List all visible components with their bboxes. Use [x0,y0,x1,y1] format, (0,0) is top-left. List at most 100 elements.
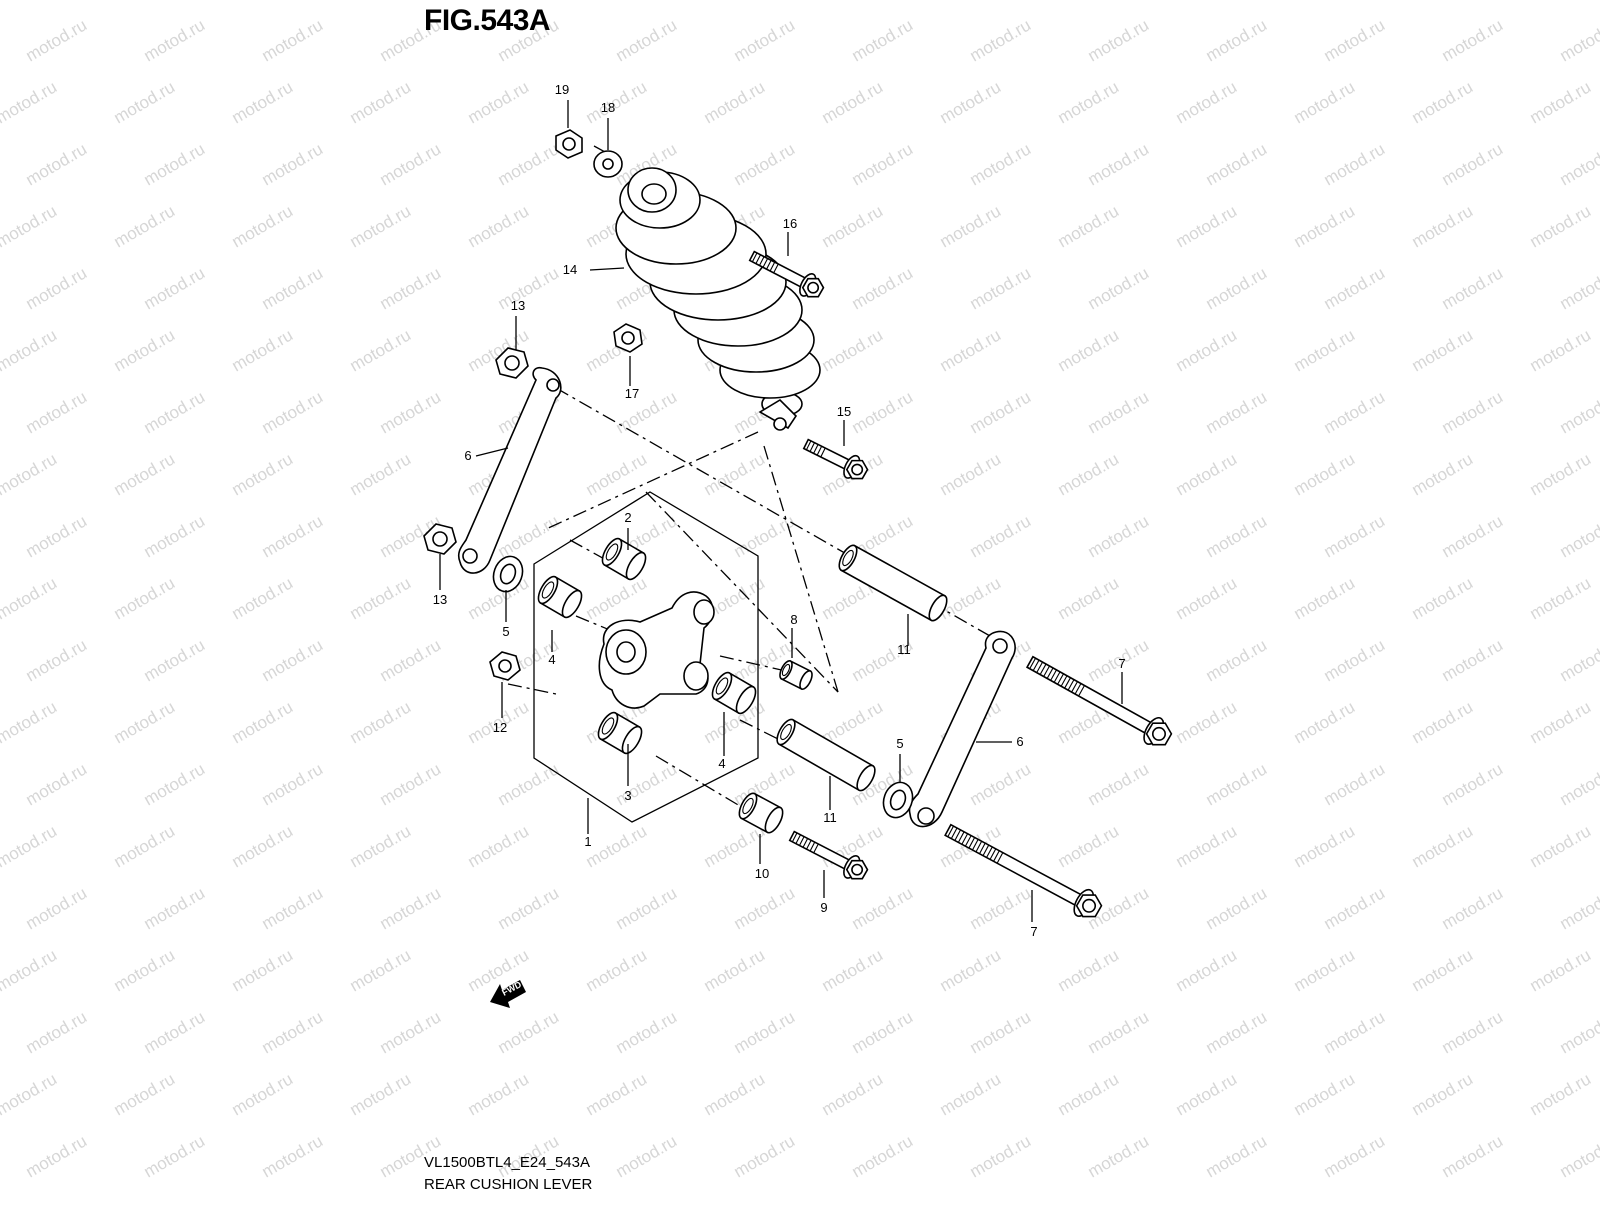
watermark-text: motod.ru [0,0,60,3]
watermark-text: motod.ru [849,1131,917,1181]
watermark-text: motod.ru [1203,139,1271,189]
watermark-text: motod.ru [613,759,681,809]
watermark-text: motod.ru [583,573,651,623]
watermark-text: motod.ru [849,387,917,437]
watermark-text: motod.ru [0,1069,60,1119]
watermark-text: motod.ru [1321,139,1389,189]
watermark-text: motod.ru [465,1069,533,1119]
callout-2: 2 [624,510,631,525]
watermark-text: motod.ru [1527,325,1595,375]
watermark-text: motod.ru [0,201,60,251]
watermark-text: motod.ru [1173,325,1241,375]
watermark-text: motod.ru [967,15,1035,65]
watermark-text: motod.ru [259,759,327,809]
watermark-text: motod.ru [849,139,917,189]
callout-5-left: 5 [502,624,509,639]
callout-11-lower: 11 [823,810,837,825]
watermark-text: motod.ru [1085,387,1153,437]
watermark-text: motod.ru [1203,883,1271,933]
watermark-text: motod.ru [23,139,91,189]
watermark-text: motod.ru [23,635,91,685]
watermark-text: motod.ru [229,77,297,127]
watermark-text: motod.ru [111,325,179,375]
needle-bearing-4-upper [535,574,586,621]
watermark-text: motod.ru [1409,1069,1477,1119]
watermark-text: motod.ru [141,387,209,437]
watermark-text: motod.ru [259,883,327,933]
watermark-text: motod.ru [1527,697,1595,747]
callout-17: 17 [625,386,639,401]
watermark-text: motod.ru [849,883,917,933]
watermark-text: motod.ru [1055,0,1123,3]
watermark-text: motod.ru [1439,15,1507,65]
watermark-text: motod.ru [1527,573,1595,623]
watermark-text: motod.ru [377,759,445,809]
watermark-text: motod.ru [1557,883,1600,933]
watermark-text: motod.ru [23,1131,91,1181]
watermark-text: motod.ru [1203,511,1271,561]
watermark-text: motod.ru [111,945,179,995]
watermark-text: motod.ru [141,1007,209,1057]
watermark-text: motod.ru [259,511,327,561]
watermark-text: motod.ru [1291,945,1359,995]
watermark-text: motod.ru [1557,759,1600,809]
watermark-text: motod.ru [259,139,327,189]
watermark-text: motod.ru [229,821,297,871]
watermark-text: motod.ru [23,883,91,933]
callout-8: 8 [790,612,797,627]
watermark-text: motod.ru [0,77,60,127]
watermark-text: motod.ru [347,821,415,871]
watermark-text: motod.ru [0,449,60,499]
watermark-text: motod.ru [1409,449,1477,499]
callout-13-lower: 13 [433,592,447,607]
watermark-text: motod.ru [141,263,209,313]
watermark-text: motod.ru [1085,511,1153,561]
watermark-text: motod.ru [1055,1069,1123,1119]
watermark-text: motod.ru [0,697,60,747]
watermark-text: motod.ru [1291,201,1359,251]
watermark-text: motod.ru [1055,449,1123,499]
watermark-text: motod.ru [1291,821,1359,871]
watermark-text: motod.ru [1409,821,1477,871]
watermark-text: motod.ru [1291,325,1359,375]
watermark-text: motod.ru [495,139,563,189]
watermark-text: motod.ru [1321,387,1389,437]
watermark-text: motod.ru [1055,945,1123,995]
watermark-text: motod.ru [731,139,799,189]
watermark-text: motod.ru [819,77,887,127]
watermark-text: motod.ru [1055,821,1123,871]
watermark-text: motod.ru [731,15,799,65]
cushion-rod-6-right [909,631,1015,826]
watermark-text: motod.ru [1321,263,1389,313]
watermark-text: motod.ru [1291,77,1359,127]
watermark-text: motod.ru [229,573,297,623]
watermark-text: motod.ru [347,1069,415,1119]
callout-15: 15 [837,404,851,419]
watermark-text: motod.ru [1321,511,1389,561]
watermark-text: motod.ru [967,1131,1035,1181]
callout-12: 12 [493,720,507,735]
watermark-text: motod.ru [1203,635,1271,685]
watermark-text: motod.ru [1321,759,1389,809]
watermark-text: motod.ru [465,77,533,127]
watermark-text: motod.ru [819,325,887,375]
callout-19: 19 [555,82,569,97]
watermark-text: motod.ru [229,325,297,375]
callout-14: 14 [563,262,577,277]
watermark-text: motod.ru [701,77,769,127]
watermark-text: motod.ru [1055,201,1123,251]
watermark-text: motod.ru [141,15,209,65]
callout-7-lower: 7 [1030,924,1037,939]
watermark-text: motod.ru [347,201,415,251]
watermark-text: motod.ru [495,759,563,809]
watermark-text: motod.ru [1557,139,1600,189]
watermark-text: motod.ru [937,325,1005,375]
watermark-text: motod.ru [347,0,415,3]
watermark-text: motod.ru [495,883,563,933]
watermark-text: motod.ru [1173,77,1241,127]
watermark-text: motod.ru [1557,263,1600,313]
watermark-text: motod.ru [495,1007,563,1057]
